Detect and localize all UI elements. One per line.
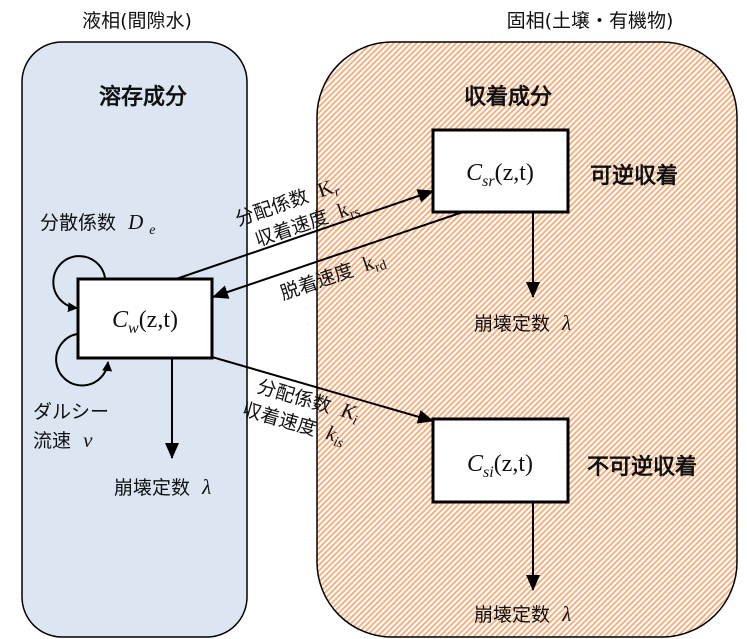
sorption-to-reversible-arrow [175,189,434,280]
darcy-velocity-label: 流速 v [33,428,93,452]
csi-decay-label: 崩壊定数 λ [474,602,571,626]
desorption-arrow [212,211,464,299]
liquid-phase-header: 液相(間隙水) [82,10,192,32]
irreversible-sorption-label: 不可逆収着 [587,454,697,480]
csr-label: Csr(z,t) [466,160,534,190]
darcy-label-line1: ダルシー [33,401,109,423]
dispersion-loop-arrow [52,255,106,313]
solid-phase-header: 固相(土壌・有機物) [507,10,674,32]
csi-label: Csi(z,t) [467,451,533,481]
reversible-sorption-label: 可逆収着 [590,163,678,189]
dissolved-component-title: 溶存成分 [99,84,187,110]
sorbed-component-title: 収着成分 [464,84,552,110]
advection-loop-arrow [55,333,113,387]
csi-concentration-box [431,417,570,504]
csr-decay-label: 崩壊定数 λ [474,311,571,335]
csr-concentration-box [431,128,570,214]
cw-decay-label: 崩壊定数 λ [114,475,211,499]
cw-label: Cw(z,t) [112,307,178,337]
dispersion-coefficient-label: 分散係数 D e [40,210,156,238]
cw-concentration-box [76,277,214,360]
sorption-to-irreversible-arrow [211,356,434,424]
